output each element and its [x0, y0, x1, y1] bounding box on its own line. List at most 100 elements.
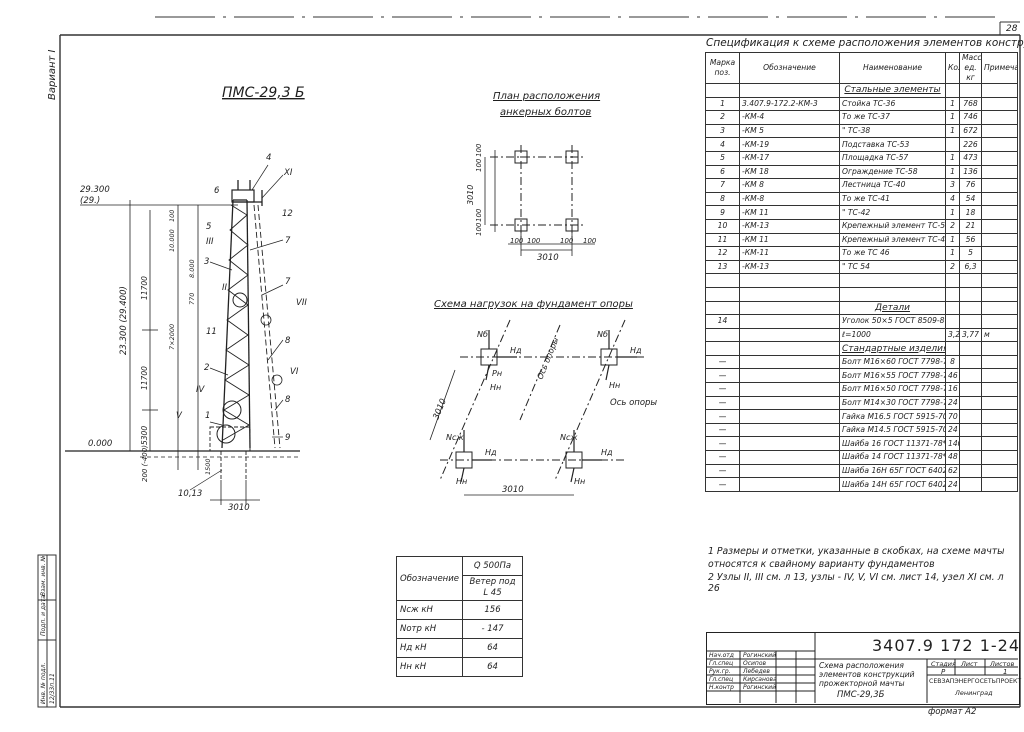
- spec-pos: [705, 327, 740, 343]
- staff-name: Лебедев: [743, 668, 770, 675]
- drawing-title-line-2: элементов конструкций: [819, 670, 915, 679]
- anchor-bolt-plan: [484, 145, 595, 256]
- callout-4: 4: [266, 153, 271, 163]
- callout-iii: IV: [196, 385, 206, 395]
- spec-designation: -КМ-11: [739, 246, 840, 261]
- spec-mass: [959, 286, 982, 302]
- callout-vii: XI: [283, 168, 293, 178]
- spec-designation: [739, 409, 840, 424]
- spec-mass: 136: [959, 164, 982, 180]
- loads-header-row: Обозначение Q 500Па: [396, 556, 524, 601]
- staff-role: Нач.отд: [709, 652, 734, 659]
- drawing-title-line-3: прожекторной мачты: [819, 679, 905, 688]
- spec-qty: 1: [945, 246, 960, 261]
- callout-ii: II: [222, 283, 228, 293]
- spec-note: [981, 395, 1018, 411]
- spec-note: [981, 409, 1018, 424]
- spec-qty: 70: [945, 409, 960, 424]
- anchor-dim-5: 3010: [537, 253, 559, 263]
- spec-qty: 2: [945, 218, 960, 234]
- spec-pos: 14: [705, 314, 740, 329]
- spec-name: Ограждение ТС-58: [839, 164, 946, 180]
- spec-mass: 746: [959, 110, 982, 125]
- spec-pos: —: [705, 463, 740, 479]
- callout-8b: 8: [285, 395, 291, 405]
- spec-note: [981, 422, 1018, 438]
- load-hn-1: Hн: [490, 383, 501, 392]
- spec-mass: 18: [959, 205, 982, 220]
- sheet-label: Лист: [961, 660, 978, 668]
- spec-qty: [945, 83, 960, 98]
- spec-note: [981, 246, 1018, 261]
- anchor-plan-title-1: План расположения: [493, 91, 600, 102]
- spec-mass: [959, 300, 982, 316]
- elev-dim-r1: 10.000: [168, 229, 176, 252]
- elev-mark-ground: 0.000: [88, 439, 112, 449]
- staff-name: Рогинский: [743, 652, 776, 659]
- spec-mass: [959, 354, 982, 370]
- elev-dim-r0: 100: [168, 210, 176, 222]
- load-hd-4: Hд: [601, 448, 613, 457]
- spec-note: [981, 96, 1018, 112]
- spec-qty: 1: [945, 123, 960, 139]
- spec-name: Крепежный элемент ТС-44: [839, 232, 946, 248]
- spec-mass: [959, 83, 982, 98]
- elev-dim-r5: 1500: [204, 458, 212, 475]
- spec-mass: 54: [959, 191, 982, 207]
- spec-qty: 4: [945, 191, 960, 207]
- spec-note: [981, 436, 1018, 452]
- spec-mass: 226: [959, 137, 982, 152]
- staff-name: Кирсанова: [743, 676, 777, 683]
- anchor-dim-1: 100: [475, 158, 483, 172]
- spec-mass: 3,77: [959, 327, 982, 343]
- loads-header-q: Q 500Па: [461, 556, 524, 576]
- staff-name: Рогинский: [743, 684, 776, 691]
- spec-pos: —: [705, 477, 740, 492]
- callout-iv: V: [176, 411, 183, 421]
- spec-mass: [959, 314, 982, 329]
- sheet-frame: [59, 16, 1021, 708]
- spec-pos: [705, 286, 740, 302]
- load-hn-2: Hн: [609, 381, 620, 390]
- spec-mass: 21: [959, 218, 982, 234]
- anchor-dim-8: 100: [560, 237, 574, 245]
- org-city: Ленинград: [955, 689, 993, 697]
- spec-name: Площадка ТС-57: [839, 150, 946, 166]
- spec-designation: -КМ-8: [739, 191, 840, 207]
- load-hd-3: Hд: [485, 448, 497, 457]
- title-block-grid: [706, 632, 1018, 703]
- load-nb-2: Nб: [597, 330, 608, 339]
- anchor-dim-9: 100: [583, 237, 597, 245]
- spec-mass: 56: [959, 232, 982, 248]
- spec-designation: -КМ 8: [739, 178, 840, 193]
- load-hd-2: Hд: [630, 346, 642, 355]
- spec-designation: -КМ-13: [739, 218, 840, 234]
- anchor-dim-2: 3010: [466, 185, 475, 205]
- spec-qty: 24: [945, 395, 960, 411]
- spec-pos: —: [705, 368, 740, 384]
- spec-note: [981, 110, 1018, 125]
- spec-note: [981, 164, 1018, 180]
- spec-pos: —: [705, 395, 740, 411]
- spec-name: Лестница ТС-40: [839, 178, 946, 193]
- spec-designation: -КМ-19: [739, 137, 840, 152]
- variant-label: Вариант I: [47, 49, 58, 100]
- callout-10-13: 10,13: [178, 489, 202, 499]
- spec-name: Гайка М14.5 ГОСТ 5915-70*: [839, 422, 946, 438]
- spec-name: Шайба 14 ГОСТ 11371-78*: [839, 450, 946, 465]
- elev-dim-r3: 770: [188, 293, 196, 305]
- elev-dim-total: 23.300 (29.400): [119, 286, 129, 355]
- spec-name: Шайба 16 ГОСТ 11371-78*: [839, 436, 946, 452]
- spec-qty: 1: [945, 205, 960, 220]
- spec-designation: [739, 83, 840, 98]
- spec-qty: [945, 273, 960, 288]
- axis-label-diag: Ось опоры: [536, 336, 561, 381]
- spec-mass: 6,3: [959, 259, 982, 275]
- spec-designation: [739, 382, 840, 397]
- spec-row: —Болт М16×60 ГОСТ 7798-70*8: [705, 354, 1018, 370]
